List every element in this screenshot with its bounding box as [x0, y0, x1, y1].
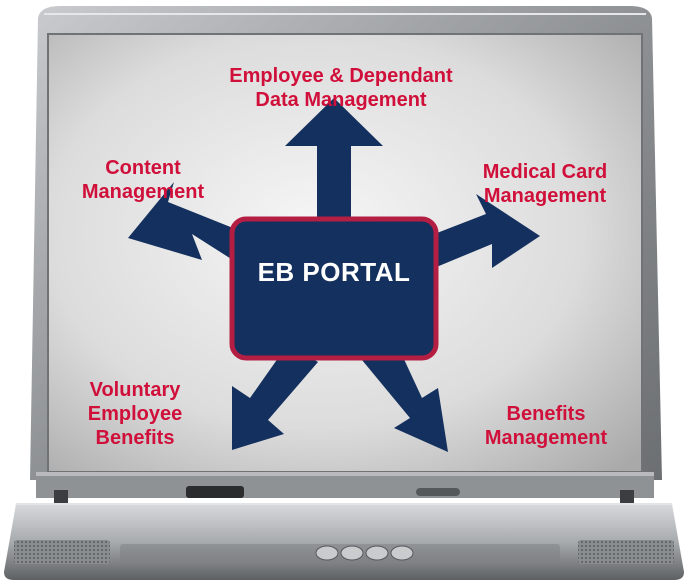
- hub-label: EB PORTAL: [257, 257, 411, 287]
- node-label-line: Employee: [87, 403, 183, 425]
- node-content: Content Management: [58, 156, 228, 204]
- arrow-lower-left: [232, 344, 318, 450]
- arrow-left: [128, 182, 248, 262]
- node-label-line: Voluntary: [89, 379, 181, 401]
- arrow-right: [424, 194, 540, 268]
- node-label-line: Management: [81, 181, 205, 203]
- speaker-right: [578, 540, 674, 564]
- node-medical-card: Medical Card Management: [460, 160, 630, 208]
- hub-box: [229, 216, 439, 361]
- node-label-line: Management: [484, 427, 608, 449]
- node-voluntary: Voluntary Employee Benefits: [70, 378, 200, 450]
- node-label-line: Medical Card: [482, 161, 608, 183]
- node-label-line: Management: [483, 185, 607, 207]
- media-buttons: [315, 545, 414, 561]
- arrow-lower-right: [362, 342, 448, 452]
- node-employee-data: Employee & Dependant Data Management: [196, 64, 486, 112]
- hinge-latch: [186, 486, 244, 498]
- node-label-line: Benefits: [506, 403, 586, 425]
- arrow-up: [285, 98, 383, 225]
- node-label-line: Employee & Dependant: [229, 65, 453, 87]
- node-label-line: Content: [105, 157, 181, 179]
- node-benefits: Benefits Management: [466, 402, 626, 450]
- node-label-line: Benefits: [95, 427, 175, 449]
- node-label-line: Data Management: [255, 89, 427, 111]
- speaker-left: [14, 540, 110, 564]
- arrows-group: [128, 98, 540, 452]
